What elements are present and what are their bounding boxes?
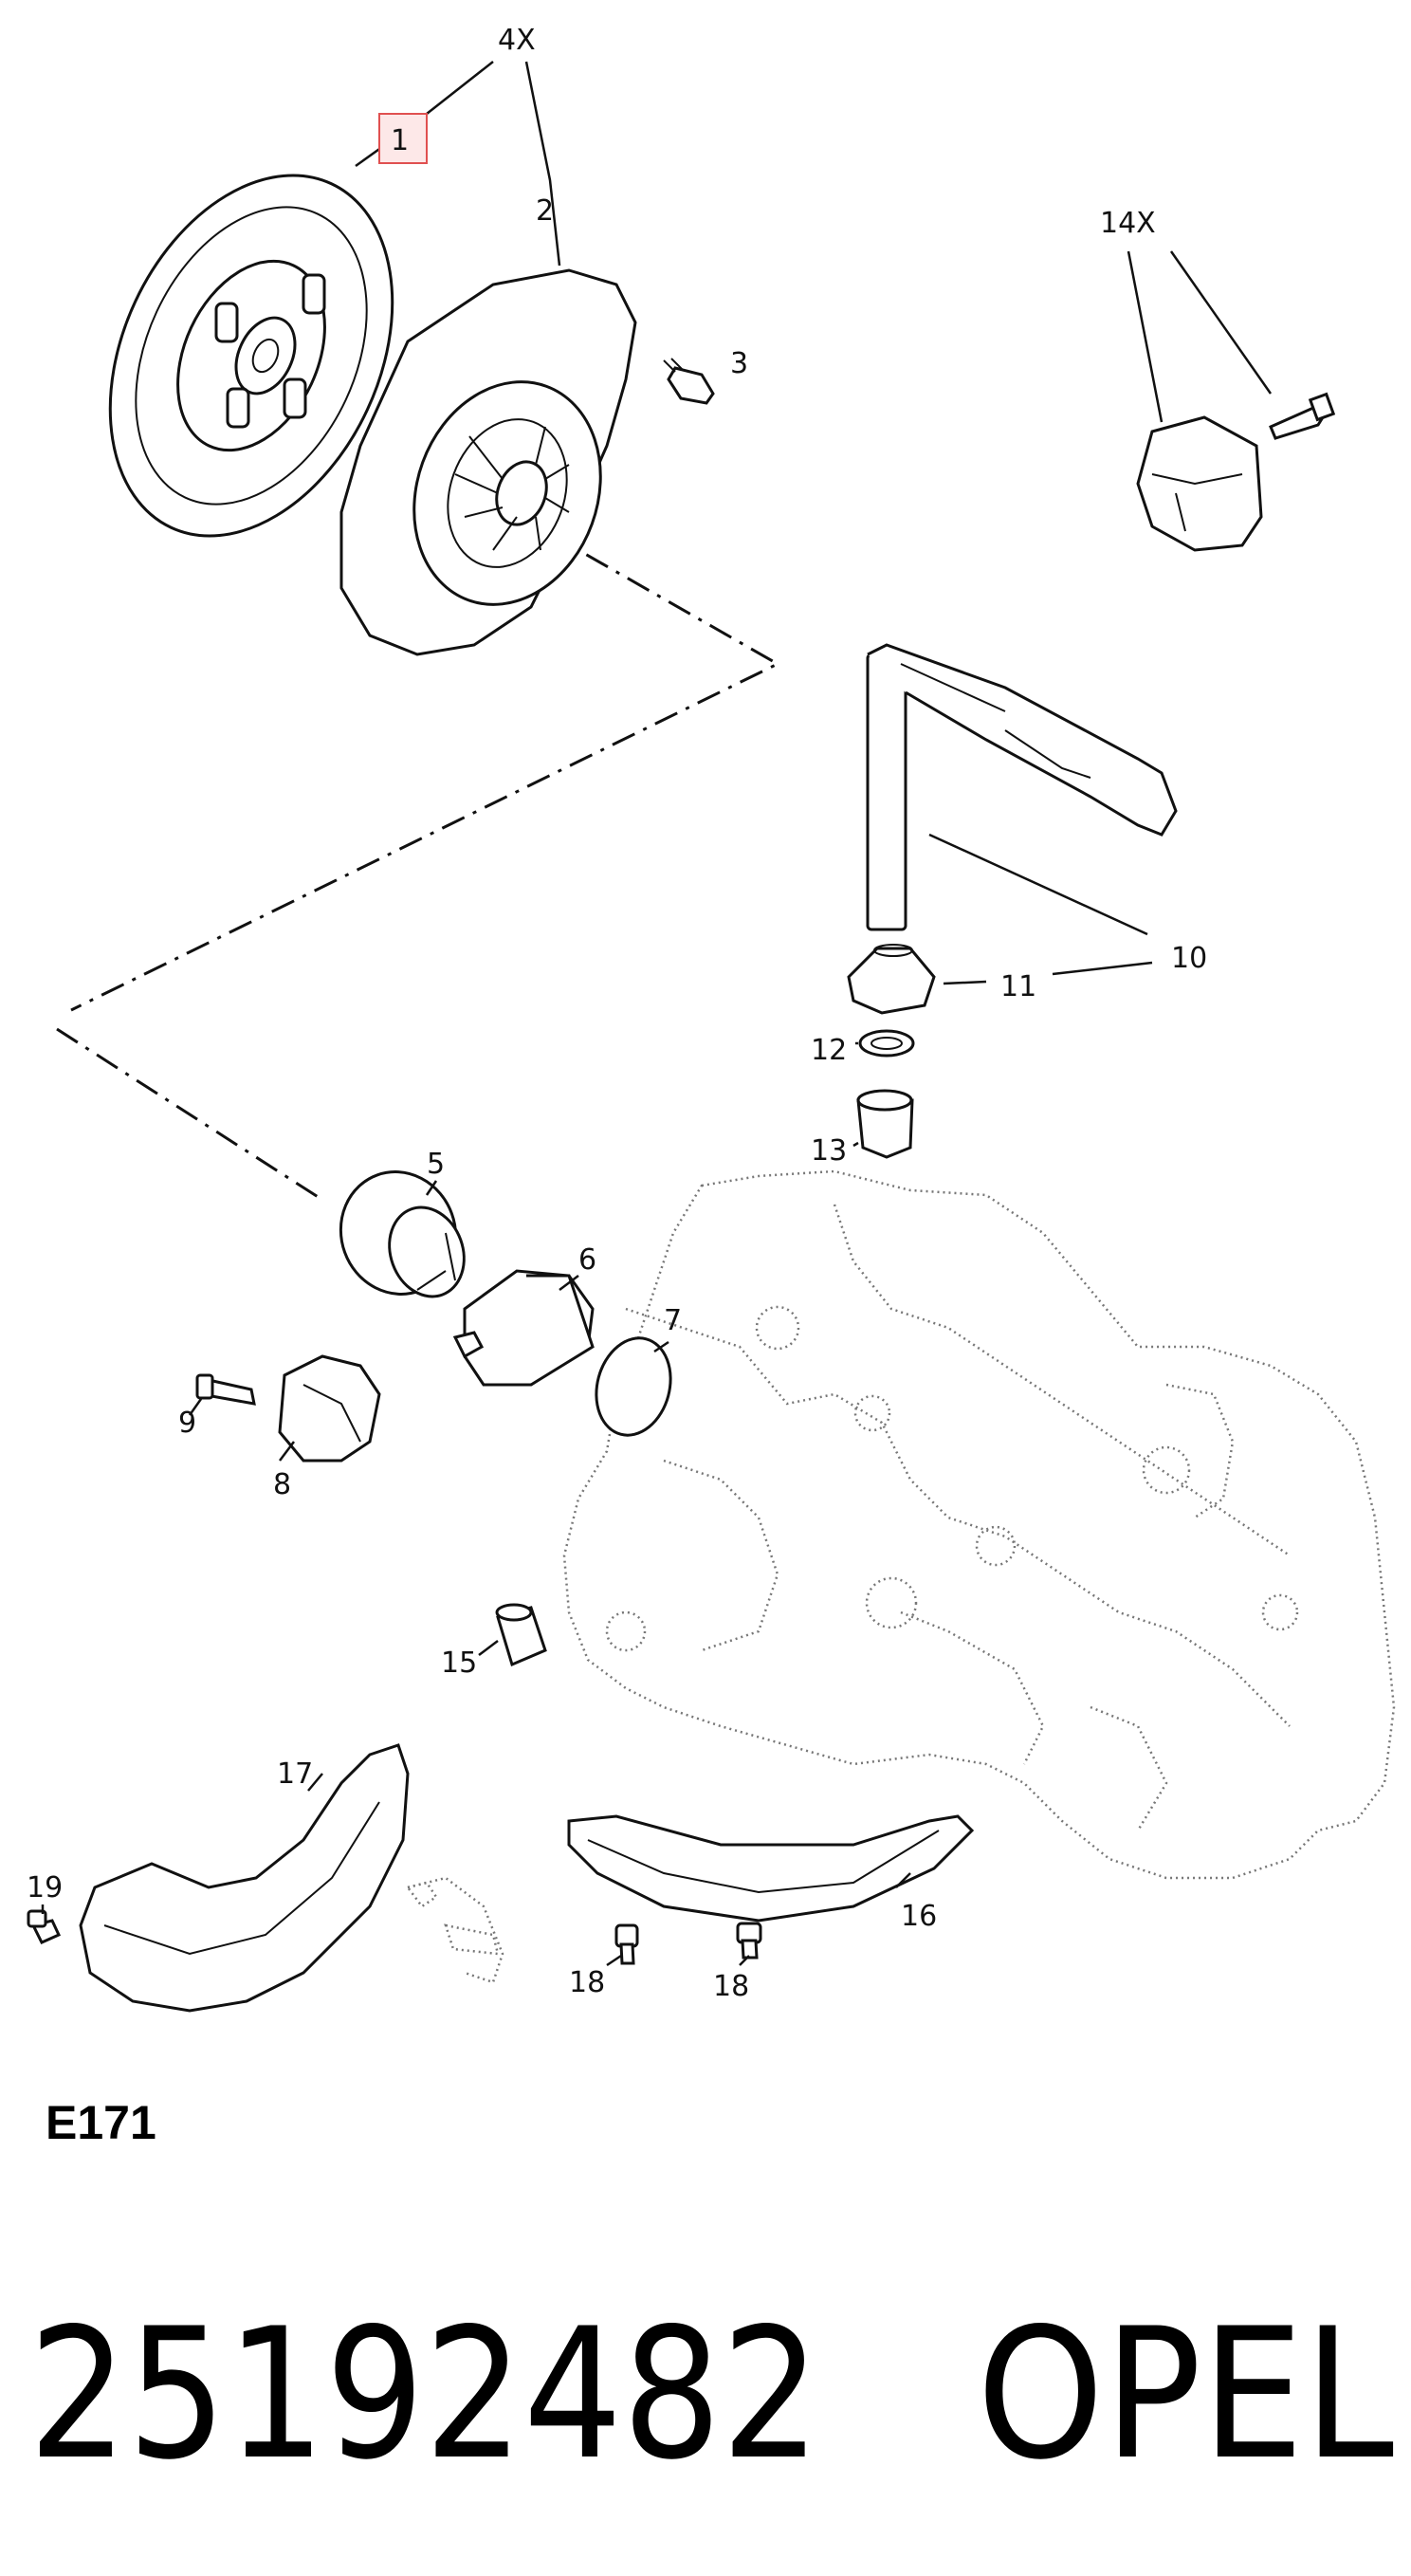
guide-sleeve-part <box>452 1269 595 1387</box>
callout-2[interactable]: 2 <box>536 194 554 228</box>
bolt-part-19 <box>27 1909 62 1944</box>
o-ring-part <box>595 1336 672 1437</box>
callout-15[interactable]: 15 <box>441 1647 477 1680</box>
release-shaft-part <box>866 643 1178 931</box>
callout-10[interactable]: 10 <box>1171 942 1207 975</box>
callout-4x[interactable]: 4X <box>498 24 536 57</box>
callout-17[interactable]: 17 <box>277 1757 313 1791</box>
callout-14x[interactable]: 14X <box>1100 207 1156 240</box>
cover-block-part <box>1136 392 1336 552</box>
highlight-box-item-1 <box>378 113 428 164</box>
part-number: 25192482 <box>28 2290 820 2499</box>
leader-lines <box>41 61 1273 1967</box>
callout-5[interactable]: 5 <box>427 1148 445 1181</box>
callout-8[interactable]: 8 <box>273 1468 291 1501</box>
callout-12[interactable]: 12 <box>811 1034 847 1067</box>
callout-19[interactable]: 19 <box>27 1871 63 1904</box>
pressure-plate-part <box>339 268 637 656</box>
callout-13[interactable]: 13 <box>811 1134 847 1168</box>
callout-11[interactable]: 11 <box>1000 970 1036 1003</box>
callout-16[interactable]: 16 <box>901 1900 937 1933</box>
cover-strip-part-16 <box>567 1814 975 1923</box>
boot-seal-part <box>847 944 936 1015</box>
callout-18b[interactable]: 18 <box>713 1970 749 2003</box>
fork-part <box>278 1354 381 1463</box>
bushing-part <box>856 1089 914 1159</box>
bolt-part-3 <box>663 358 715 405</box>
ring-part <box>858 1029 915 1058</box>
release-bearing-part <box>339 1170 466 1298</box>
bolt-part-18b <box>736 1922 762 1960</box>
bolt-part-18a <box>614 1923 639 1965</box>
diagram-code: E171 <box>46 2096 156 2149</box>
brand-name: OPEL <box>977 2290 1394 2499</box>
clutch-disc-part <box>108 174 394 538</box>
transmission-housing <box>407 1169 1396 1984</box>
bushing-part-15 <box>495 1603 547 1667</box>
callout-6[interactable]: 6 <box>578 1243 596 1277</box>
shield-part-17 <box>79 1743 410 2013</box>
callout-9[interactable]: 9 <box>178 1407 196 1440</box>
callout-3[interactable]: 3 <box>730 347 748 380</box>
assembly-centerline <box>56 529 781 1202</box>
hidden-fastener-outline <box>405 1881 500 1956</box>
callout-1[interactable]: 1 <box>391 124 409 157</box>
callout-7[interactable]: 7 <box>664 1304 682 1337</box>
bolt-part-9 <box>195 1373 256 1406</box>
callout-18a[interactable]: 18 <box>569 1966 605 1999</box>
